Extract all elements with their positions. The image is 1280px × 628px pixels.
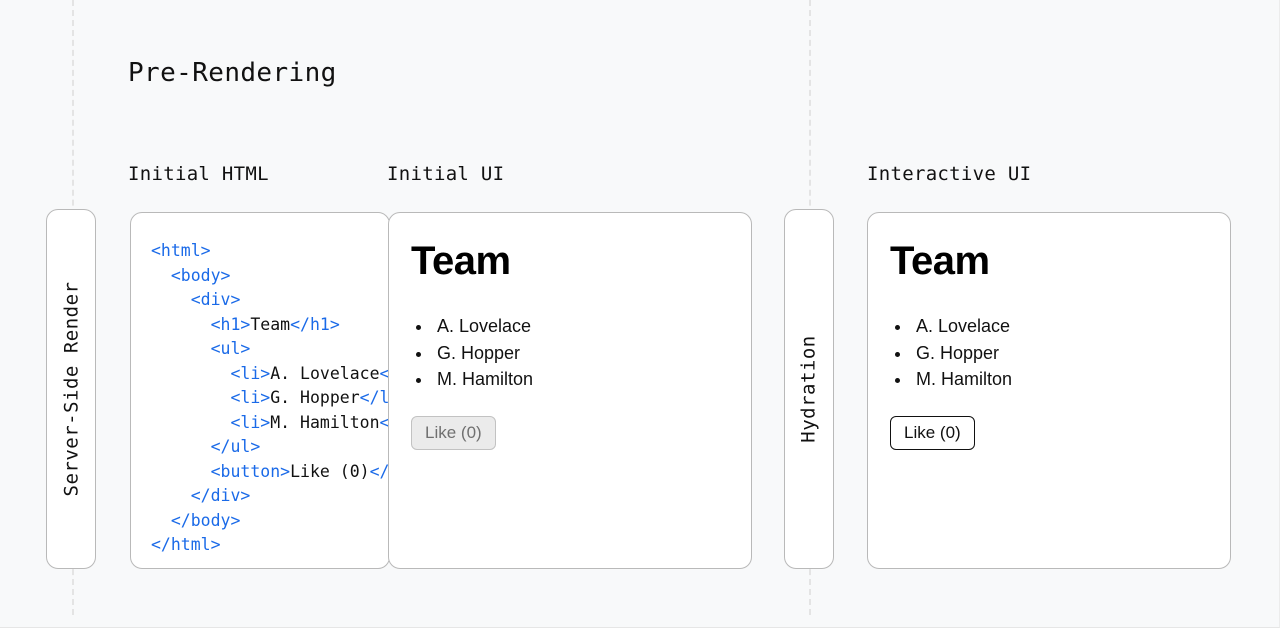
code-text [151,364,230,383]
initial-ui-card: Team A. LovelaceG. HopperM. Hamilton Lik… [388,212,752,569]
caption-interactive-ui: Interactive UI [867,163,1032,185]
code-text [151,315,211,334]
code-line: <button>Like (0)</button> [151,460,390,485]
code-tag: </li> [359,388,390,407]
caption-initial-ui: Initial UI [387,163,505,185]
like-button-interactive[interactable]: Like (0) [890,416,975,450]
interactive-ui-member-list: A. LovelaceG. HopperM. Hamilton [912,313,1012,393]
code-text [151,413,230,432]
code-text: M. Hamilton [270,412,380,432]
process-pill-server-side-render: Server-Side Render [46,209,96,569]
code-tag: </li> [379,363,390,383]
code-text [151,339,211,358]
code-tag: </button> [369,461,390,481]
code-line: <html> [151,239,389,264]
code-tag: <html> [151,241,211,260]
list-item: A. Lovelace [912,313,1012,340]
code-tag: <h1> [210,314,251,334]
code-tag: </ul> [210,437,261,456]
code-line: <li>G. Hopper</li> [151,386,390,411]
code-tag: <ul> [210,339,251,358]
code-block: <html> <body> <div> <h1>Team</h1> <ul> <… [151,239,390,558]
code-line: <h1>Team</h1> [151,313,389,338]
list-item: M. Hamilton [912,366,1012,393]
code-line: </html> [151,533,389,558]
code-text [151,290,191,309]
code-text [151,486,191,505]
code-tag: <li> [230,388,271,407]
caption-initial-html: Initial HTML [128,163,269,185]
code-text [151,511,171,530]
list-item: G. Hopper [433,340,533,367]
list-item: A. Lovelace [433,313,533,340]
interactive-ui-card: Team A. LovelaceG. HopperM. Hamilton Lik… [867,212,1231,569]
code-line: <ul> [151,337,389,362]
process-pill-label-hydration: Hydration [798,335,821,443]
code-line: <li>M. Hamilton</li> [151,411,390,436]
process-pill-hydration: Hydration [784,209,834,569]
interactive-ui-heading: Team [890,239,990,283]
initial-html-card: <html> <body> <div> <h1>Team</h1> <ul> <… [130,212,390,569]
code-line: </body> [151,509,389,534]
code-text [151,437,211,456]
code-text: Like (0) [290,461,370,481]
code-tag: </div> [190,486,251,505]
code-tag: <li> [230,412,271,432]
code-text [151,266,171,285]
code-tag: </li> [379,412,390,432]
process-pill-label-ssr: Server-Side Render [60,281,82,497]
code-line: </ul> [151,435,389,460]
code-tag: <div> [190,290,241,309]
like-button-initial[interactable]: Like (0) [411,416,496,450]
code-line: <div> [151,288,389,313]
code-text [151,462,211,481]
code-text: Team [250,314,291,334]
list-item: M. Hamilton [433,366,533,393]
code-line: <body> [151,264,389,289]
code-tag: <button> [210,461,291,481]
code-tag: <body> [170,265,231,285]
code-line: </div> [151,484,389,509]
list-item: G. Hopper [912,340,1012,367]
code-text: A. Lovelace [270,363,380,383]
code-tag: </body> [170,510,241,530]
page-title: Pre-Rendering [128,58,337,88]
code-text [151,388,230,407]
code-line: <li>A. Lovelace</li> [151,362,390,387]
code-tag: <li> [230,363,271,383]
initial-ui-member-list: A. LovelaceG. HopperM. Hamilton [433,313,533,393]
initial-ui-heading: Team [411,239,511,283]
code-text: G. Hopper [270,388,360,407]
code-tag: </h1> [290,314,340,334]
code-tag: </html> [151,535,221,554]
